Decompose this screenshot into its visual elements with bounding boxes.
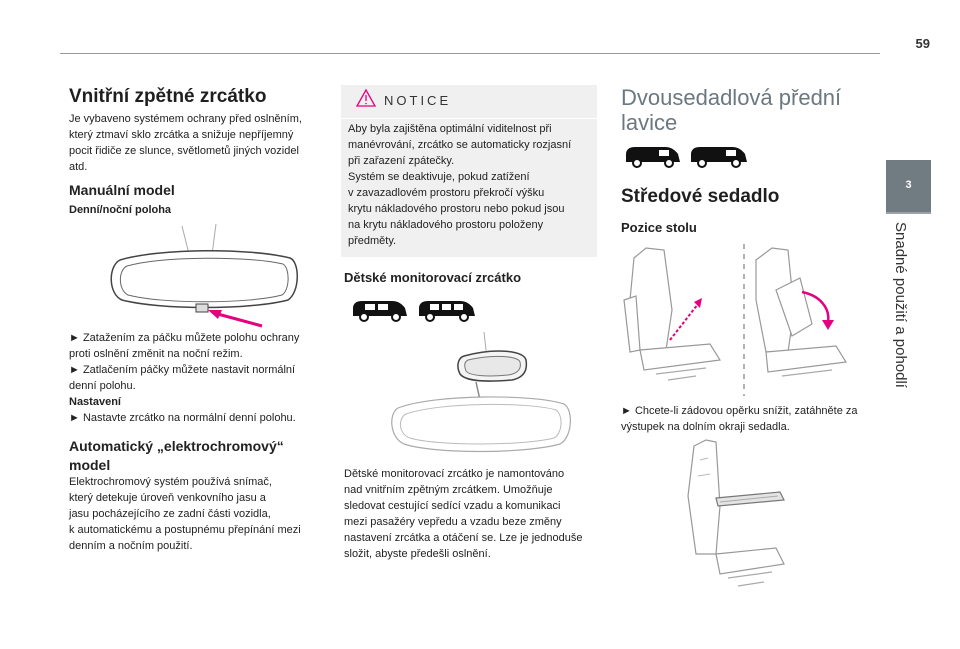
auto-line: k automatickému a postupnému přepínání m… (69, 524, 301, 536)
child-line: nad vnitřním zpětným zrcátkem. Umožňuje (344, 484, 553, 496)
seat-table-illustration (687, 439, 785, 587)
notice-line: při zařazení zpátečky. (348, 155, 455, 167)
notice-line: krytu nákladového prostoru nebo pokud js… (348, 203, 565, 215)
van-long-icon-right (691, 147, 747, 168)
page-number: 59 (915, 36, 930, 51)
table-position-heading: Pozice stolu (621, 220, 697, 235)
intro-line: Je vybaveno systémem ochrany před oslněn… (69, 113, 302, 125)
bench-line: výstupek na dolním okraji sedadla. (621, 421, 790, 433)
child-mirror-illustration (391, 331, 571, 453)
child-line: mezi pasažéry vepředu a vzadu beze změny (344, 516, 562, 528)
van-short-icon (353, 301, 407, 322)
chapter-tab[interactable] (886, 160, 931, 212)
child-line: sledovat cestující sedící vzadu a komuni… (344, 500, 561, 512)
notice-title: NOTICE (384, 93, 452, 108)
van-long-icon (419, 301, 475, 322)
notice-line: v zavazadlovém prostoru překročí výšku (348, 187, 545, 199)
manual-line: ► Zatažením za páčku můžete polohu ochra… (69, 332, 300, 344)
section-title-mirror: Vnitřní zpětné zrcátko (69, 86, 267, 107)
auto-line: Elektrochromový systém používá snímač, (69, 476, 272, 488)
notice-line: na krytu nákladového prostoru položeny (348, 219, 544, 231)
child-line: složit, abyste předešli oslnění. (344, 548, 491, 560)
chapter-title: Snadné použití a pohodlí (888, 222, 928, 442)
child-line: nastavení zrcátka a otáčení se. Lze je j… (344, 532, 583, 544)
auto-text: Elektrochromový systém používá snímač, k… (69, 474, 301, 554)
notice-text: Aby byla zajištěna optimální viditelnost… (348, 121, 571, 249)
setting-label: Nastavení (69, 396, 121, 408)
chapter-title-text: Snadné použití a pohodlí (892, 222, 909, 388)
auto-line: denním a nočním použití. (69, 540, 193, 552)
manual-mirror-illustration (110, 223, 298, 328)
manual-text: ► Zatažením za páčku můžete polohu ochra… (69, 330, 299, 426)
notice-line: Aby byla zajištěna optimální viditelnost… (348, 123, 552, 135)
auto-line: jasu pocházejícího ze zadní části vozidl… (69, 508, 271, 520)
child-line: Dětské monitorovací zrcátko je namontová… (344, 468, 565, 480)
intro-text: Je vybaveno systémem ochrany před oslněn… (69, 111, 302, 175)
notice-divider (341, 118, 597, 119)
top-rule (60, 53, 880, 54)
manual-heading: Manuální model (69, 182, 175, 198)
seat-backrest-illustration (623, 244, 848, 396)
bench-text: ► Chcete-li zádovou opěrku snížit, zatáh… (621, 403, 858, 435)
child-mirror-heading: Dětské monitorovací zrcátko (344, 270, 522, 285)
van-short-icon-right (626, 147, 680, 168)
bench-title-line: lavice (621, 110, 678, 135)
auto-heading: Automatický „elektrochromový“ model (69, 437, 284, 475)
side-rule (886, 212, 931, 214)
auto-heading-line: model (69, 457, 111, 473)
notice-line: manévrování, zrcátko se automaticky rozj… (348, 139, 572, 151)
bench-line: ► Chcete-li zádovou opěrku snížit, zatáh… (621, 405, 858, 417)
section-title-bench: Dvousedadlová přední lavice (621, 85, 841, 135)
center-seat-heading: Středové sedadlo (621, 186, 780, 207)
manual-line: ► Zatlačením páčky můžete nastavit normá… (69, 364, 296, 376)
intro-line: atd. (69, 161, 88, 173)
child-mirror-text: Dětské monitorovací zrcátko je namontová… (344, 466, 583, 562)
notice-line: Systém se deaktivuje, pokud zatížení (348, 171, 530, 183)
notice-box (341, 85, 597, 257)
manual-line: proti oslnění změnit na noční režim. (69, 348, 243, 360)
intro-line: pocit řidiče ze slunce, světlometů jinýc… (69, 145, 299, 157)
setting-line: ► Nastavte zrcátko na normální denní pol… (69, 412, 296, 424)
bench-title-line: Dvousedadlová přední (621, 85, 842, 110)
auto-heading-line: Automatický „elektrochromový“ (69, 438, 284, 454)
notice-line: předměty. (348, 235, 397, 247)
manual-line: denní polohu. (69, 380, 136, 392)
auto-line: který detekuje úroveň venkovního jasu a (69, 492, 266, 504)
day-night-heading: Denní/noční poloha (69, 204, 172, 216)
intro-line: který ztmaví sklo zrcátka a snižuje nepř… (69, 129, 294, 141)
chapter-number: 3 (905, 179, 912, 191)
warning-icon (355, 88, 377, 107)
